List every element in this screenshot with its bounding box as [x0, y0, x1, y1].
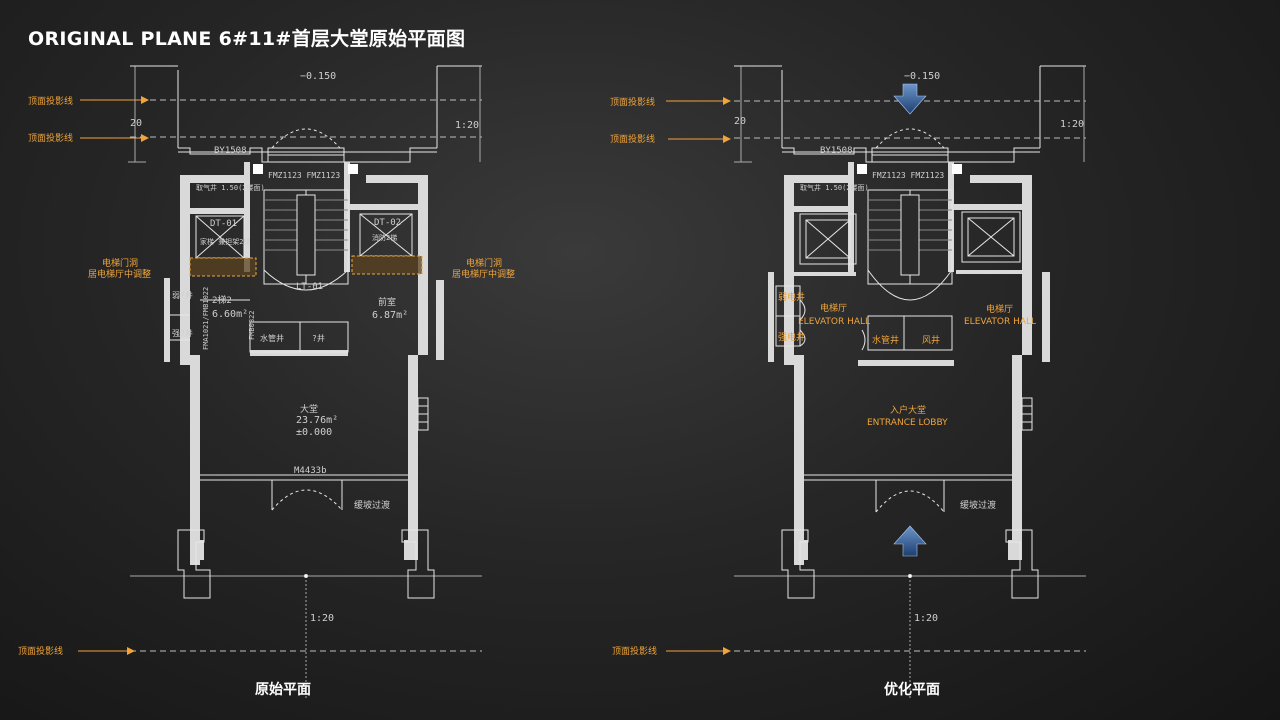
shaft-label: 弱电井 [778, 291, 805, 303]
scale-label: 1:20 [310, 613, 334, 624]
optimized-plan-labels: 顶面投影线 顶面投影线 顶面投影线 −0.150 20 1:20 1:20 BY… [610, 71, 1084, 657]
room-area: 6.87m² [372, 310, 408, 321]
elevator-note: 家梯 兼担架2梯 [200, 237, 250, 246]
original-plan [78, 65, 482, 700]
scale-label: 20 [734, 116, 746, 127]
pipe-label: 水管井 [872, 334, 899, 346]
original-plan-labels: 顶面投影线 顶面投影线 顶面投影线 −0.150 20 1:20 1:20 BY… [18, 71, 515, 657]
hall-label-en: ELEVATOR HALL [798, 317, 870, 327]
hall-label: 电梯厅 [820, 302, 847, 314]
projection-label: 顶面投影线 [28, 132, 73, 144]
scale-label: 1:20 [914, 613, 938, 624]
room-area: 6.60m² [212, 309, 248, 320]
projection-lines [130, 99, 482, 652]
wind-label: ?井 [312, 333, 325, 343]
elevator-label: DT-02 [374, 218, 401, 228]
scale-label: 1:20 [455, 120, 479, 131]
projection-label: 顶面投影线 [28, 95, 73, 107]
shaft-note: 取气井 1.50(2楼面) [196, 183, 265, 192]
up-arrow-icon [893, 525, 927, 557]
callout-line: 电梯门洞 [102, 257, 138, 269]
callout-line: 居电梯厅中调整 [452, 268, 515, 280]
door-codes: FMZ1123 FMZ1123 [268, 171, 340, 180]
elevator-door-callout: 电梯门洞 居电梯厅中调整 [452, 257, 515, 280]
optimized-plan-caption: 优化平面 [884, 682, 940, 698]
entry-door-code: M4433b [294, 466, 327, 476]
optimized-plan [666, 65, 1086, 700]
callout-line: 居电梯厅中调整 [88, 268, 151, 280]
shaft-label: 强电井 [778, 331, 805, 343]
room-name: 2梯2 [212, 294, 232, 306]
elevator-label: DT-01 [210, 219, 237, 229]
lobby-label: 入户大堂 [890, 404, 926, 416]
pipe-label: 水管井 [260, 333, 284, 343]
door-codes: FMZ1123 FMZ1123 [872, 171, 944, 180]
stair-label: LT-01 [296, 282, 323, 292]
wind-label: 风井 [922, 334, 940, 346]
down-arrow-icon [893, 83, 927, 115]
projection-label: 顶面投影线 [18, 645, 63, 657]
lobby-level: ±0.000 [296, 427, 332, 438]
level-mark: −0.150 [300, 71, 336, 82]
original-plan-caption: 原始平面 [255, 682, 311, 698]
projection-label: 顶面投影线 [612, 645, 657, 657]
window-code: BY1508 [820, 146, 853, 156]
hall-label-en: ELEVATOR HALL [964, 317, 1036, 327]
shaft-note: 取气井 1.50(2楼面) [800, 183, 869, 192]
callout-line: 电梯门洞 [466, 257, 502, 269]
door-side-label: FMB0822 [248, 310, 256, 340]
projection-label: 顶面投影线 [610, 96, 655, 108]
level-mark: −0.150 [904, 71, 940, 82]
elevator-note: 消防2梯 [372, 233, 397, 242]
elevator-door-callout: 电梯门洞 居电梯厅中调整 [88, 257, 151, 280]
page-title: ORIGINAL PLANE 6#11#首层大堂原始平面图 [28, 28, 466, 50]
shaft-label: 弱?井 [172, 290, 193, 300]
hall-label: 电梯厅 [986, 303, 1013, 315]
room-name: 前室 [378, 296, 396, 308]
window-code: BY1508 [214, 146, 247, 156]
lobby-name: 大堂 [300, 403, 318, 415]
door-side-label: FMA1021/FMB1022 [202, 287, 210, 350]
scale-label: 1:20 [1060, 119, 1084, 130]
projection-label: 顶面投影线 [610, 133, 655, 145]
slope-label: 缓坡过渡 [960, 499, 996, 511]
lobby-label-en: ENTRANCE LOBBY [867, 418, 948, 428]
lobby-area: 23.76m² [296, 415, 338, 426]
scale-label: 20 [130, 118, 142, 129]
shaft-label: 强?井 [172, 328, 193, 338]
slope-label: 缓坡过渡 [354, 499, 390, 511]
